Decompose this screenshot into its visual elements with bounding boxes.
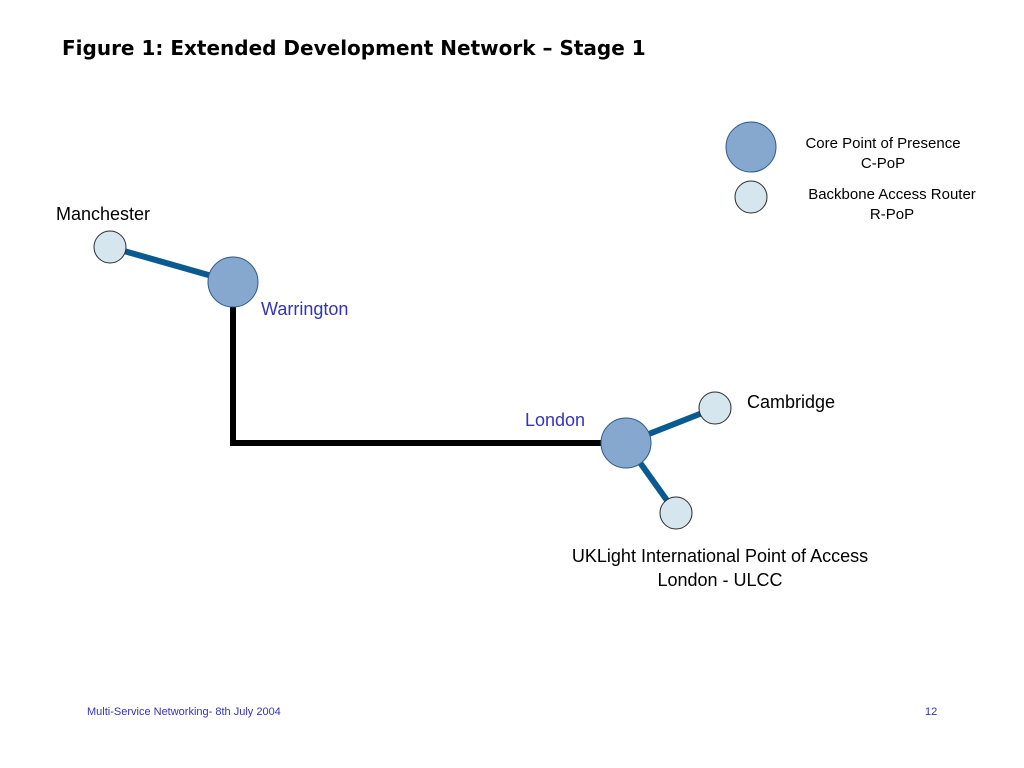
legend-core-symbol xyxy=(725,121,777,173)
legend-access-label: Backbone Access Router R-PoP xyxy=(792,185,992,225)
label-ulcc: UKLight International Point of Access Lo… xyxy=(540,544,900,592)
label-ulcc-line2: London - ULCC xyxy=(657,570,783,590)
legend-core-label: Core Point of Presence C-PoP xyxy=(788,134,978,174)
legend-access-line1: Backbone Access Router xyxy=(808,186,976,203)
legend-access-symbol xyxy=(734,180,768,214)
page-title: Figure 1: Extended Development Network –… xyxy=(62,36,646,60)
node-warrington xyxy=(207,256,259,308)
label-cambridge: Cambridge xyxy=(747,392,836,412)
node-manchester xyxy=(93,230,127,264)
label-london: London xyxy=(525,410,586,430)
label-manchester: Manchester xyxy=(56,204,151,224)
label-warrington: Warrington xyxy=(261,299,349,319)
legend-core-line2: C-PoP xyxy=(860,155,906,172)
page-number: 12 xyxy=(925,706,938,718)
label-ulcc-line1: UKLight International Point of Access xyxy=(571,546,869,566)
footer-text: Multi-Service Networking- 8th July 2004 xyxy=(87,706,281,718)
node-london xyxy=(600,417,652,469)
node-ulcc xyxy=(659,496,693,530)
legend-core-line1: Core Point of Presence xyxy=(805,135,961,152)
trunk-link-warrington-london xyxy=(230,282,626,446)
legend-access-line2: R-PoP xyxy=(869,206,915,223)
node-cambridge xyxy=(698,391,732,425)
